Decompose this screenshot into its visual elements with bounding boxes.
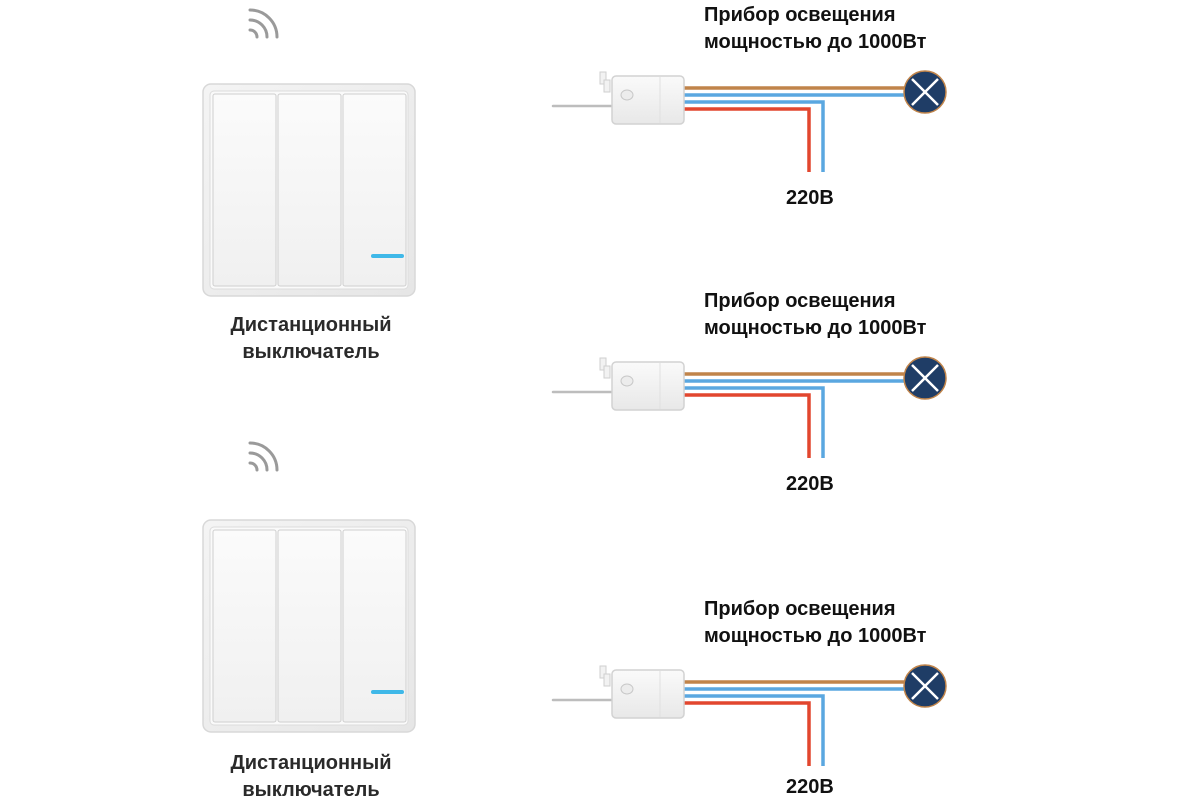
- supply-voltage-label-1: 220В: [786, 187, 834, 209]
- wireless-switch-2: [202, 441, 416, 733]
- lamp-caption-2: Прибор освещения мощностью до 1000Вт: [704, 288, 1004, 342]
- lamp-caption-line2: мощностью до 1000Вт: [704, 317, 927, 339]
- supply-voltage-label-3: 220В: [786, 776, 834, 798]
- receiver-module-icon: [551, 69, 948, 174]
- wireless-switch-1: [202, 8, 416, 297]
- circuit-1: [551, 69, 948, 174]
- switch-caption-1: Дистанционный выключатель: [206, 312, 416, 366]
- three-gang-switch: [202, 83, 416, 297]
- receiver-module-icon: [551, 355, 948, 460]
- switch-caption-line1: Дистанционный: [230, 752, 392, 774]
- lamp-caption-line1: Прибор освещения: [704, 598, 896, 620]
- lamp-caption-1: Прибор освещения мощностью до 1000Вт: [704, 2, 1004, 56]
- lamp-caption-line2: мощностью до 1000Вт: [704, 31, 927, 53]
- wifi-signal-icon: [248, 441, 279, 472]
- lamp-caption-line1: Прибор освещения: [704, 290, 896, 312]
- switch-caption-line2: выключатель: [242, 341, 380, 363]
- wifi-signal-icon: [248, 8, 279, 39]
- receiver-module-icon: [551, 663, 948, 768]
- switch-caption-line2: выключатель: [242, 779, 380, 800]
- three-gang-switch: [202, 519, 416, 733]
- switch-caption-2: Дистанционный выключатель: [206, 750, 416, 800]
- supply-voltage-label-2: 220В: [786, 473, 834, 495]
- lamp-caption-3: Прибор освещения мощностью до 1000Вт: [704, 596, 1004, 650]
- lamp-caption-line1: Прибор освещения: [704, 4, 896, 26]
- lamp-caption-line2: мощностью до 1000Вт: [704, 625, 927, 647]
- circuit-3: [551, 663, 948, 768]
- switch-caption-line1: Дистанционный: [230, 314, 392, 336]
- circuit-2: [551, 355, 948, 460]
